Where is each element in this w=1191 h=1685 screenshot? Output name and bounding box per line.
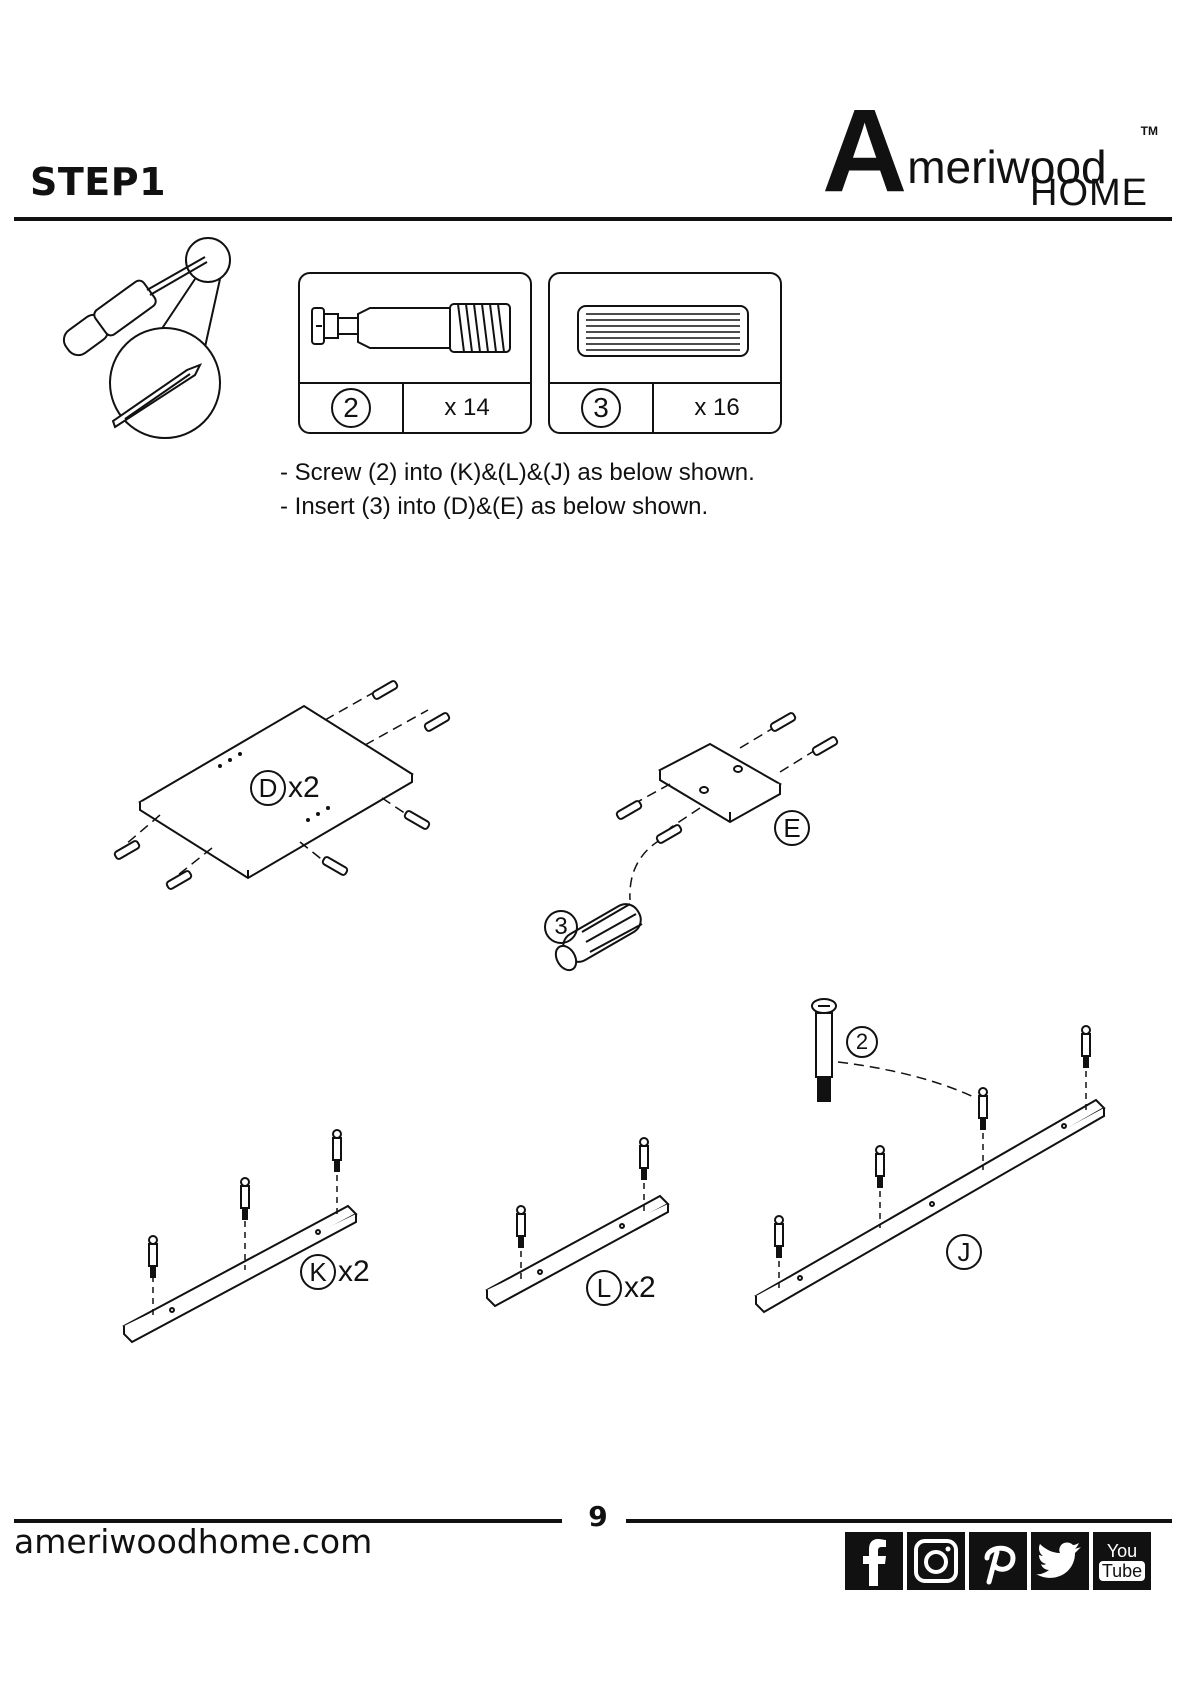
label-panel-e: E: [774, 810, 810, 846]
part-letter-badge: L: [586, 1270, 622, 1306]
label-rail-k: K x2: [300, 1254, 370, 1290]
cam-bolt-detail: [812, 999, 836, 1101]
part-letter-badge: J: [946, 1234, 982, 1270]
rail-j: [756, 1100, 1104, 1312]
twitter-icon[interactable]: [1031, 1532, 1089, 1590]
part-letter-badge: E: [774, 810, 810, 846]
label-panel-d: D x2: [250, 770, 320, 806]
facebook-icon[interactable]: [845, 1532, 903, 1590]
part-number-badge: 2: [846, 1026, 878, 1058]
panel-e: [660, 744, 780, 822]
youtube-icon[interactable]: You Tube: [1093, 1532, 1151, 1590]
part-count: x2: [288, 771, 320, 805]
label-cam-bolt: 2: [846, 1026, 878, 1058]
label-dowel: 3: [544, 910, 578, 944]
part-letter-badge: D: [250, 770, 286, 806]
page-number: 9: [580, 1500, 616, 1533]
part-letter-badge: K: [300, 1254, 336, 1290]
pinterest-icon[interactable]: [969, 1532, 1027, 1590]
youtube-text-top: You: [1107, 1541, 1137, 1561]
label-rail-j: J: [946, 1234, 982, 1270]
part-count: x2: [624, 1271, 656, 1305]
part-number-badge: 3: [544, 910, 578, 944]
label-rail-l: L x2: [586, 1270, 656, 1306]
website-link[interactable]: ameriwoodhome.com: [14, 1522, 372, 1561]
assembly-diagram: [0, 0, 1191, 1400]
instagram-icon[interactable]: [907, 1532, 965, 1590]
part-count: x2: [338, 1255, 370, 1289]
footer-divider-right: [626, 1519, 1172, 1523]
youtube-text-bottom: Tube: [1099, 1561, 1145, 1581]
